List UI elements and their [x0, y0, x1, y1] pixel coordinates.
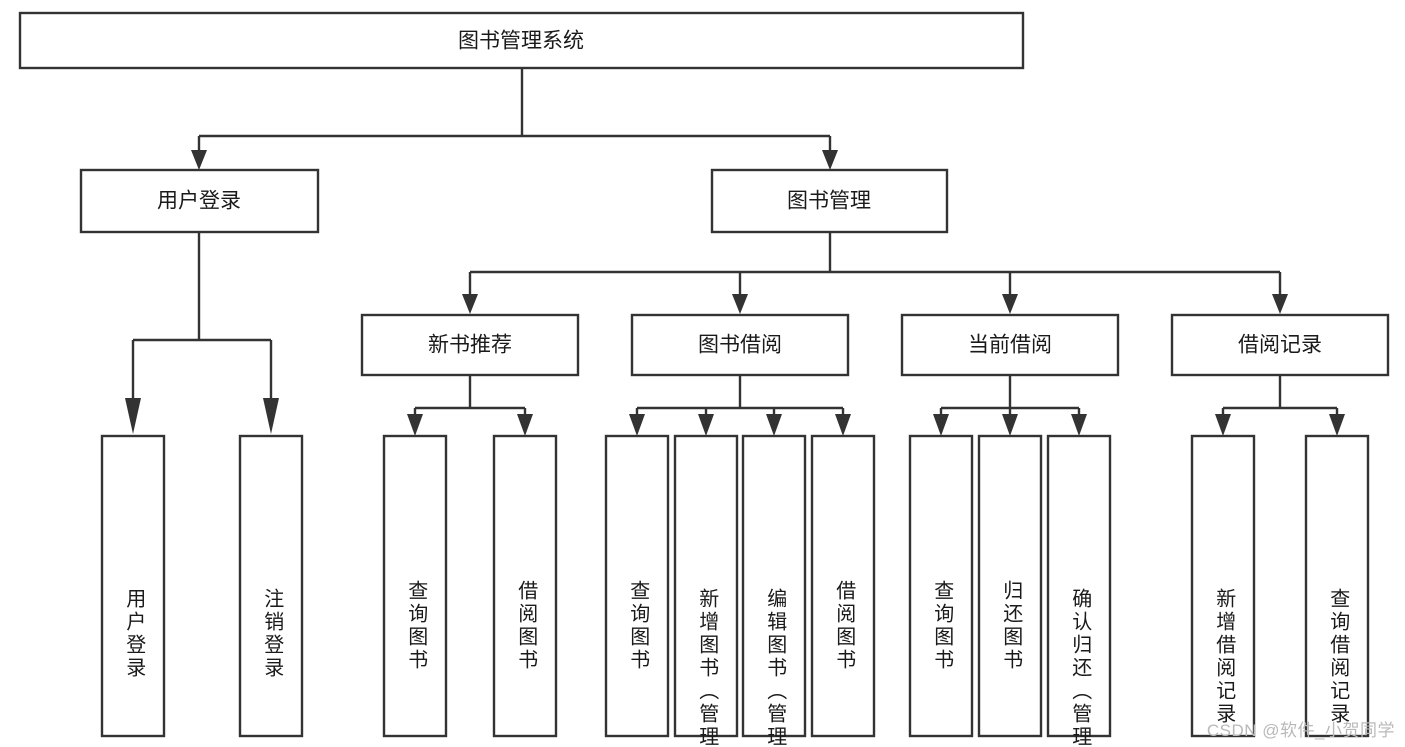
arrow-leaf-new-book-1: [407, 414, 423, 436]
leaf-new-book-2-label: 借阅图书: [515, 580, 538, 672]
leaf-user-login-2[interactable]: 注销登录: [238, 434, 304, 738]
leaf-current-borrow-2-box[interactable]: [977, 434, 1043, 738]
arrow-to-user-login: [191, 150, 207, 170]
node-user-login[interactable]: 用户登录: [79, 168, 320, 234]
arrow-leaf-borrow-record-2: [1329, 414, 1345, 436]
leaf-current-borrow-1-label: 查询图书: [931, 580, 954, 672]
node-borrow-record-box[interactable]: [1170, 313, 1390, 377]
leaf-borrow-book-3[interactable]: 编辑图书（管理员）: [741, 434, 807, 747]
leaf-new-book-2[interactable]: 借阅图书: [492, 434, 558, 738]
arrow-leaf-new-book-2: [517, 414, 533, 436]
node-book-borrow-box[interactable]: [630, 313, 850, 377]
node-new-book-recommend[interactable]: 新书推荐: [360, 313, 580, 377]
leaf-borrow-book-3-label: 编辑图书（管理员）: [764, 588, 787, 747]
arrow-leaf-current-borrow-3: [1071, 414, 1087, 436]
leaf-user-login-1-box[interactable]: [100, 434, 166, 738]
arrow-leaf-borrow-record-1: [1215, 414, 1231, 436]
arrow-leaf-user-login-2: [263, 398, 279, 434]
arrow-to-borrow-book: [732, 294, 748, 314]
leaf-current-borrow-1[interactable]: 查询图书: [908, 434, 974, 738]
arrow-to-new-book: [462, 294, 478, 314]
leaf-current-borrow-3[interactable]: 确认归还（管理员）: [1046, 434, 1112, 747]
leaf-borrow-book-4-label: 借阅图书: [833, 580, 856, 672]
leaf-new-book-1-box[interactable]: [382, 434, 448, 738]
leaf-new-book-1-label: 查询图书: [405, 580, 428, 672]
leaf-borrow-book-2-box[interactable]: [673, 434, 739, 738]
leaf-borrow-book-2[interactable]: 新增图书（管理员）: [673, 434, 739, 747]
node-root-label: 图书管理系统: [458, 30, 584, 53]
node-root-system[interactable]: 图书管理系统: [18, 11, 1025, 70]
leaf-new-book-2-box[interactable]: [492, 434, 558, 738]
arrow-leaf-user-login-1: [125, 398, 141, 434]
node-new-book-recommend-label: 新书推荐: [428, 334, 512, 357]
arrow-leaf-current-borrow-2: [1002, 414, 1018, 436]
leaf-current-borrow-2[interactable]: 归还图书: [977, 434, 1043, 738]
node-user-login-label: 用户登录: [157, 190, 241, 213]
node-book-borrow-label: 图书借阅: [698, 334, 782, 357]
leaf-current-borrow-3-box[interactable]: [1046, 434, 1112, 738]
node-book-management-label: 图书管理: [787, 190, 871, 213]
leaf-borrow-record-1[interactable]: 新增借阅记录: [1190, 434, 1256, 738]
arrow-to-book-mgmt: [822, 150, 838, 170]
node-borrow-record[interactable]: 借阅记录: [1170, 313, 1390, 377]
leaf-user-login-2-box[interactable]: [238, 434, 304, 738]
node-book-management-box[interactable]: [710, 168, 949, 234]
node-user-login-box[interactable]: [79, 168, 320, 234]
leaf-borrow-record-2[interactable]: 查询借阅记录: [1304, 434, 1370, 738]
node-book-management[interactable]: 图书管理: [710, 168, 949, 234]
connector-layer: [125, 68, 1345, 436]
node-current-borrow-box[interactable]: [900, 313, 1120, 377]
arrow-leaf-current-borrow-1: [933, 414, 949, 436]
leaf-borrow-book-1[interactable]: 查询图书: [604, 434, 670, 738]
arrow-leaf-borrow-book-1: [629, 414, 645, 436]
node-book-borrow[interactable]: 图书借阅: [630, 313, 850, 377]
leaf-borrow-book-2-label: 新增图书（管理员）: [696, 588, 719, 747]
leaf-user-login-1[interactable]: 用户登录: [100, 434, 166, 738]
leaf-borrow-book-1-label: 查询图书: [627, 580, 650, 672]
leaf-borrow-record-2-box[interactable]: [1304, 434, 1370, 738]
leaf-current-borrow-2-label: 归还图书: [1000, 580, 1023, 672]
arrow-leaf-borrow-book-2: [698, 414, 714, 436]
node-new-book-recommend-box[interactable]: [360, 313, 580, 377]
leaf-borrow-book-4[interactable]: 借阅图书: [810, 434, 876, 738]
leaf-borrow-record-1-label: 新增借阅记录: [1213, 588, 1236, 726]
leaf-current-borrow-1-box[interactable]: [908, 434, 974, 738]
leaf-user-login-2-label: 注销登录: [261, 588, 284, 680]
leaf-borrow-record-1-box[interactable]: [1190, 434, 1256, 738]
leaf-current-borrow-3-label: 确认归还（管理员）: [1069, 588, 1092, 747]
leaf-borrow-record-2-label: 查询借阅记录: [1327, 588, 1350, 726]
arrow-to-current-borrow: [1002, 294, 1018, 314]
node-current-borrow-label: 当前借阅: [968, 334, 1052, 357]
node-borrow-record-label: 借阅记录: [1238, 334, 1322, 357]
arrow-leaf-borrow-book-4: [835, 414, 851, 436]
node-root-box[interactable]: [18, 11, 1025, 70]
arrow-to-borrow-record: [1272, 294, 1288, 314]
leaf-borrow-book-1-box[interactable]: [604, 434, 670, 738]
arrow-leaf-borrow-book-3: [766, 414, 782, 436]
leaf-user-login-1-label: 用户登录: [123, 588, 146, 680]
leaf-borrow-book-4-box[interactable]: [810, 434, 876, 738]
node-current-borrow[interactable]: 当前借阅: [900, 313, 1120, 377]
leaf-borrow-book-3-box[interactable]: [741, 434, 807, 738]
leaf-new-book-1[interactable]: 查询图书: [382, 434, 448, 738]
